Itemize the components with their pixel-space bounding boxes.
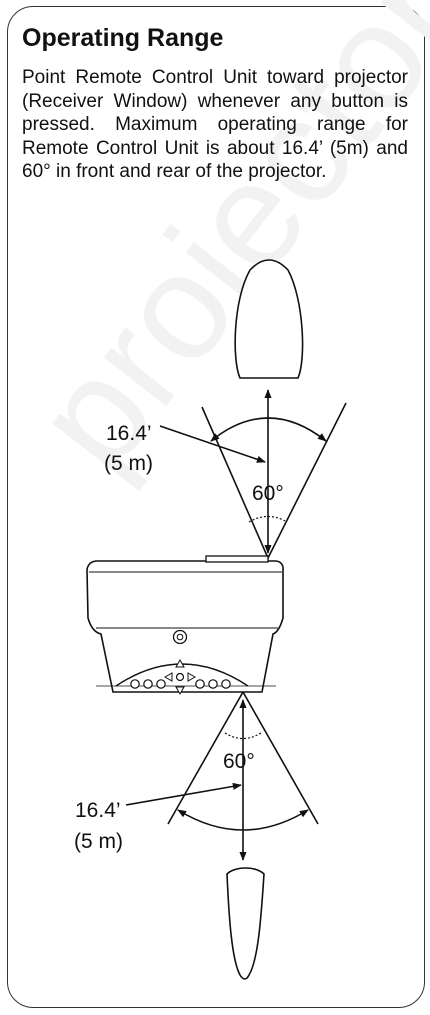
rear-distance-label: 16.4’ [75,799,121,822]
rear-range-cone [125,691,319,861]
section-title: Operating Range [22,24,224,52]
front-distance-metric-label: (5 m) [104,452,153,475]
rear-distance-metric-label: (5 m) [74,830,123,853]
rear-angle-label: 60° [223,750,255,773]
projector-icon [86,555,284,696]
front-angle-label: 60° [252,482,284,505]
front-distance-label: 16.4’ [106,422,152,445]
section-body: Point Remote Control Unit toward project… [22,67,408,182]
front-range-cone [159,389,347,559]
remote-control-icon [226,867,265,980]
remote-control-icon [234,259,304,379]
